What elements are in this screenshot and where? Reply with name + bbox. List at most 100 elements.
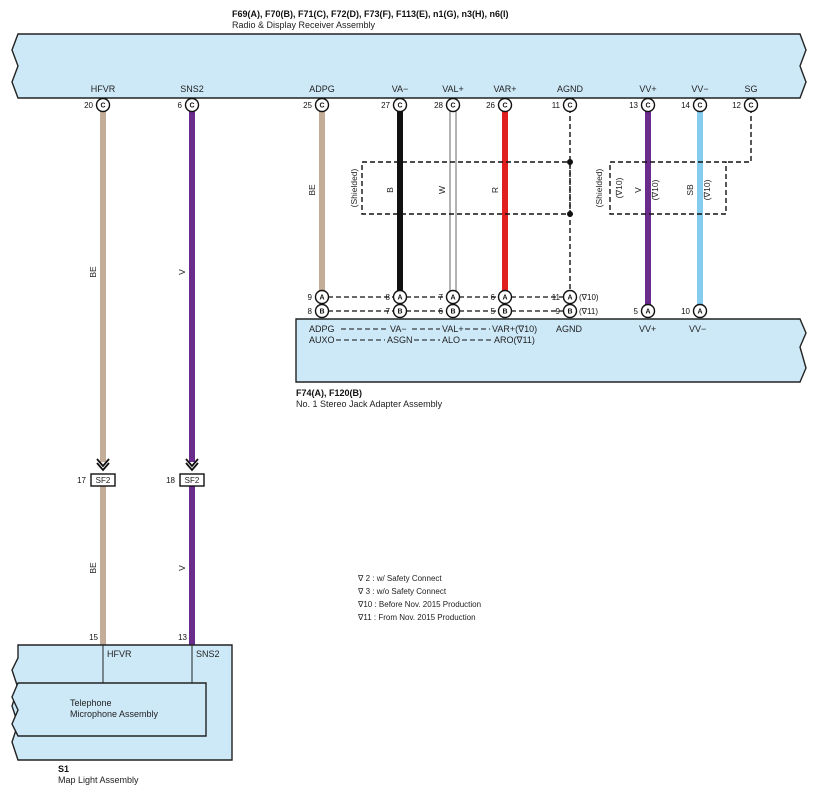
term-label-va: VA− [392,84,409,94]
wire-label-sns2-lower: V [177,565,187,571]
shield-right [609,161,727,215]
telephone-mic-name-1: Telephone [70,698,112,708]
svg-text:A: A [450,295,455,302]
svg-text:26: 26 [486,101,495,110]
jack-label-b: AUXO [309,335,335,345]
svg-text:9: 9 [308,293,313,302]
svg-text:A: A [567,295,572,302]
svg-text:B: B [502,309,507,316]
svg-text:8: 8 [308,307,313,316]
wire-note-vvp: (∇10) [650,179,660,200]
wire-label-va: B [385,187,395,193]
svg-text:6: 6 [439,307,444,316]
svg-text:SF2: SF2 [96,476,111,485]
svg-text:14: 14 [681,101,690,110]
term-label-val: VAL+ [442,84,464,94]
svg-text:9: 9 [556,307,561,316]
svg-text:C: C [189,103,194,110]
svg-text:C: C [100,103,105,110]
svg-text:7: 7 [439,293,444,302]
footnote: ∇10 : Before Nov. 2015 Production [357,600,481,609]
jack-label-a: VA− [390,324,407,334]
svg-text:20: 20 [84,101,93,110]
wire-label-hfvr-lower: BE [88,562,98,574]
shield-right-label: (Shielded) [594,168,604,207]
jack-label-a: VV− [689,324,706,334]
jack-label-a: VV+ [639,324,656,334]
receiver-terminal: 20 C [84,97,111,113]
svg-text:6: 6 [491,293,496,302]
svg-text:C: C [748,103,753,110]
wire-label-sns2: V [177,269,187,275]
svg-text:5: 5 [634,307,639,316]
svg-text:C: C [397,103,402,110]
svg-text:C: C [450,103,455,110]
wire-label-vvp: V [633,187,643,193]
svg-text:A: A [397,295,402,302]
jack-name: No. 1 Stereo Jack Adapter Assembly [296,399,443,409]
map-light-pin-label: HFVR [107,649,132,659]
wire-val [449,107,457,298]
map-light-pin-label: SNS2 [196,649,220,659]
term-label-sg: SG [744,84,757,94]
svg-text:A: A [319,295,324,302]
svg-text:B: B [450,309,455,316]
receiver-assembly-box [11,33,807,99]
svg-text:(∇11): (∇11) [579,307,598,316]
jack-label-b: ALO [442,335,460,345]
svg-text:25: 25 [303,101,312,110]
jack-label-b: ASGN [387,335,413,345]
shield-left-label: (Shielded) [349,168,359,207]
svg-text:18: 18 [166,476,175,485]
svg-text:6: 6 [178,101,183,110]
map-light-pin: 15 [89,633,98,642]
svg-text:C: C [319,103,324,110]
jack-label-b: ARO(∇11) [494,335,535,345]
wire-label-var: R [490,187,500,193]
telephone-microphone-box [11,682,207,737]
svg-text:A: A [502,295,507,302]
svg-text:A: A [697,309,702,316]
receiver-terminal: 12 C [732,97,759,113]
jack-label-a: AGND [556,324,583,334]
jack-label-a: VAL+ [442,324,464,334]
svg-text:11: 11 [552,101,561,110]
shield-left-junction-top [567,159,573,165]
splice-sf2-hfvr: SF2 17 [77,458,116,487]
svg-text:12: 12 [732,101,741,110]
term-label-var: VAR+ [493,84,516,94]
svg-text:11: 11 [552,293,561,302]
wire-label-adpg: BE [307,184,317,196]
svg-text:10: 10 [681,307,690,316]
svg-text:13: 13 [629,101,638,110]
svg-text:5: 5 [491,307,496,316]
wire-note-vvm: (∇10) [702,179,712,200]
wire-label-vvm: SB [685,184,695,196]
jack-terminal-a: 10 A [681,303,708,319]
jack-assembly-box [295,318,807,383]
wire-sg [726,108,752,163]
svg-text:C: C [697,103,702,110]
splice-sf2-sns2: SF2 18 [166,458,205,487]
receiver-terminal: 14 C [681,97,708,113]
jack-connectors: F74(A), F120(B) [296,388,362,398]
term-label-vvm: VV− [691,84,708,94]
